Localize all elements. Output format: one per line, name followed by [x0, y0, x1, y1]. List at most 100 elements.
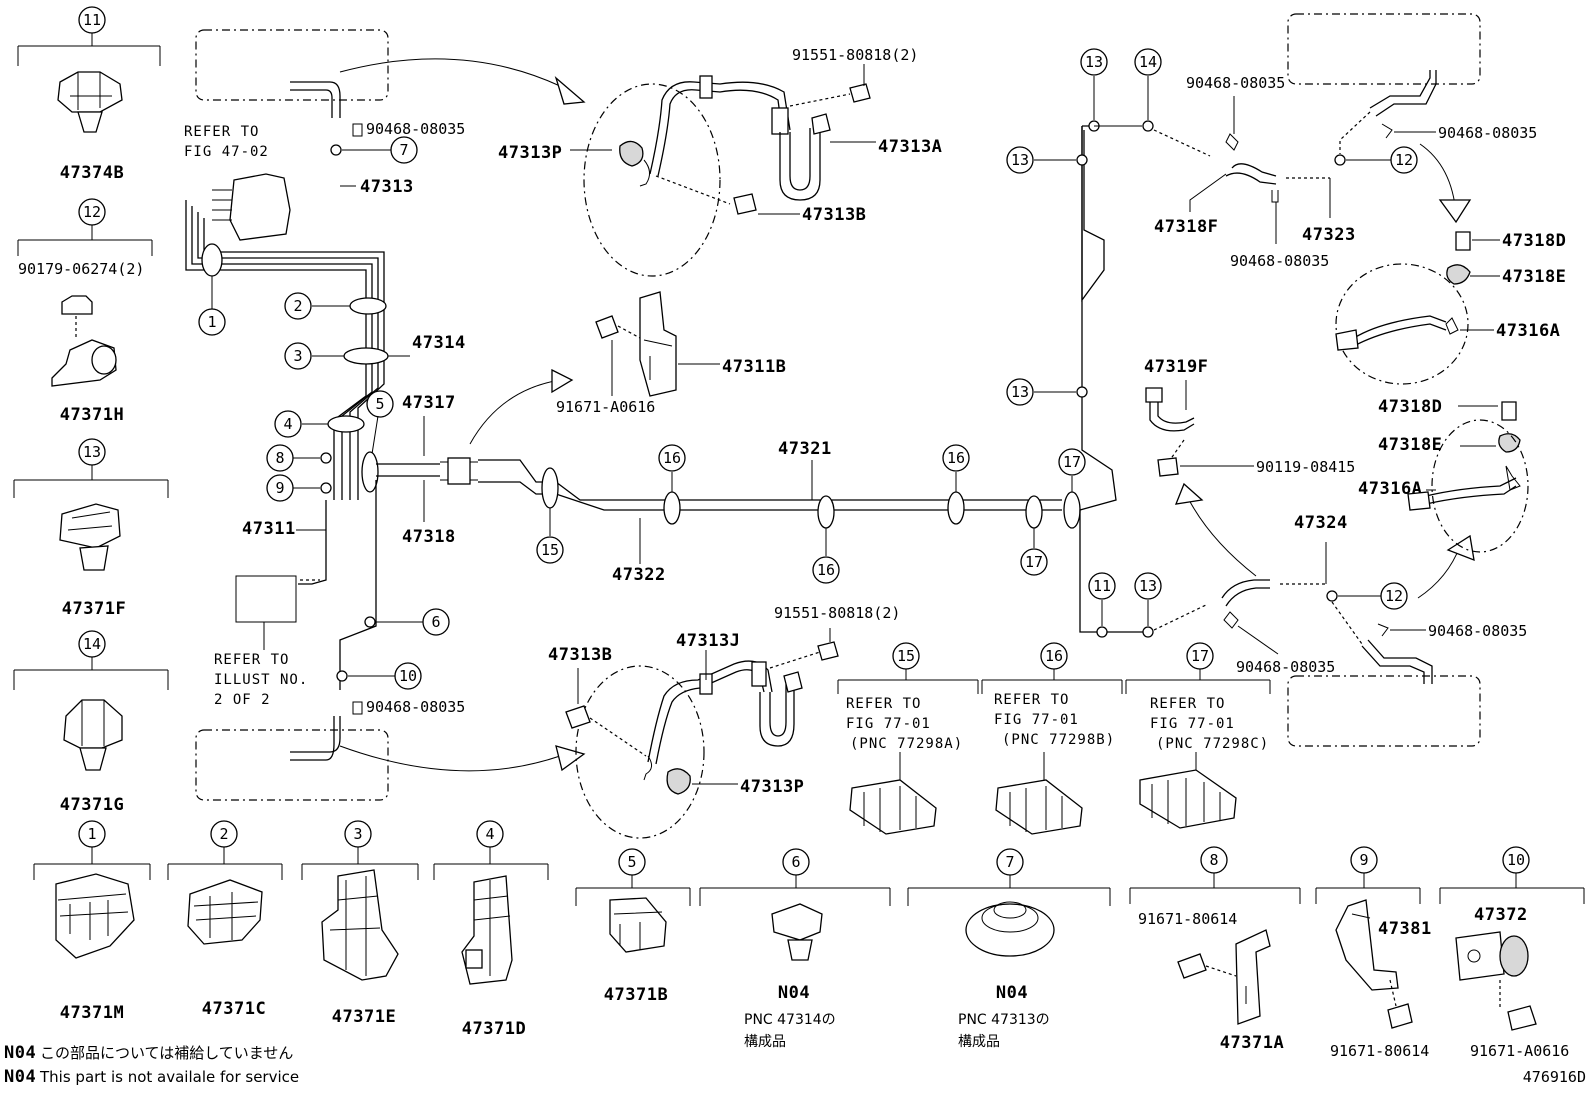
footer-notes: N04 この部品については補給していません N04 This part is n…: [4, 1043, 1586, 1087]
svg-text:REFER TO: REFER TO: [184, 124, 259, 140]
group-refer-16: 16 REFER TO FIG 77-01 (PNC 77298B): [981, 642, 1123, 835]
group-callout-11: 11 47374B: [17, 6, 161, 183]
svg-text:90119-08415: 90119-08415: [1256, 458, 1355, 476]
svg-text:4: 4: [485, 825, 494, 843]
svg-text:1: 1: [207, 313, 216, 331]
svg-text:REFER TO: REFER TO: [846, 696, 921, 712]
group-47313J: 91551-80818(2) 47313J 47313B 47313P: [339, 604, 900, 839]
clip-47371F-drawing: [59, 503, 121, 549]
svg-text:47317: 47317: [402, 393, 456, 413]
svg-text:17: 17: [1025, 553, 1043, 571]
group-callout-14: 14 47371G: [13, 630, 169, 815]
svg-text:17: 17: [1063, 453, 1081, 471]
svg-text:16: 16: [817, 561, 835, 579]
svg-text:47313P: 47313P: [498, 143, 562, 163]
svg-text:47313B: 47313B: [548, 645, 612, 665]
clip-47371E-drawing: [321, 869, 399, 981]
svg-text:6: 6: [431, 613, 440, 631]
group-callout-8-bottom: 8 91671-80614 47371A: [1129, 846, 1301, 1053]
svg-text:12: 12: [83, 203, 101, 221]
group-callout-9-bottom: 9 47381 91671-80614: [1315, 846, 1431, 1060]
svg-text:5: 5: [375, 395, 384, 413]
part-47374B: 47374B: [60, 163, 124, 183]
svg-text:47313B: 47313B: [802, 205, 866, 225]
group-callout-5-bottom: 5 47371B: [575, 848, 691, 1005]
part-47371E: 47371E: [332, 1007, 396, 1027]
svg-text:47319F: 47319F: [1144, 357, 1208, 377]
part-47371H: 47371H: [60, 405, 124, 425]
svg-text:2 OF 2: 2 OF 2: [214, 692, 271, 708]
svg-text:90468-08035: 90468-08035: [366, 120, 465, 138]
svg-text:91671-A0616: 91671-A0616: [556, 398, 655, 416]
svg-text:この部品については補給していません: この部品については補給していません: [40, 1044, 293, 1062]
group-refer-15: 15 REFER TO FIG 77-01 (PNC 77298A): [837, 642, 979, 835]
svg-text:(PNC 77298B): (PNC 77298B): [1002, 732, 1115, 748]
part-90179-06274: 90179-06274(2): [18, 260, 144, 278]
svg-text:FIG 47-02: FIG 47-02: [184, 144, 269, 160]
svg-text:47321: 47321: [778, 439, 832, 459]
clip-77298B-drawing: [995, 779, 1083, 835]
part-47371B: 47371B: [604, 985, 668, 1005]
svg-text:47318F: 47318F: [1154, 217, 1218, 237]
svg-text:90468-08035: 90468-08035: [1186, 74, 1285, 92]
svg-text:10: 10: [1507, 851, 1525, 869]
svg-text:16: 16: [663, 449, 681, 467]
part-47371A: 47371A: [1220, 1033, 1284, 1053]
svg-text:構成品: 構成品: [744, 1034, 786, 1050]
group-refer-17: 17 REFER TO FIG 77-01 (PNC 77298C): [1125, 642, 1271, 829]
group-callout-13-left: 13 47371F: [13, 438, 169, 619]
part-47371D: 47371D: [462, 1019, 526, 1039]
svg-text:47324: 47324: [1294, 513, 1348, 533]
part-n04-7: N04: [996, 983, 1028, 1003]
group-callout-6-bottom: 6 N04 PNC 47314の 構成品: [699, 848, 891, 1050]
group-callout-7-bottom: 7 N04 PNC 47313の 構成品: [907, 848, 1111, 1050]
svg-text:91551-80818(2): 91551-80818(2): [774, 604, 900, 622]
svg-text:12: 12: [1385, 587, 1403, 605]
abs-actuator-drawing: [229, 173, 291, 241]
svg-text:PNC 47313の: PNC 47313の: [958, 1012, 1050, 1028]
svg-text:47313A: 47313A: [878, 137, 942, 157]
svg-text:2: 2: [219, 825, 228, 843]
svg-text:47316A: 47316A: [1358, 479, 1422, 499]
svg-text:13: 13: [1085, 53, 1103, 71]
svg-text:13: 13: [1011, 151, 1029, 169]
svg-text:47313J: 47313J: [676, 631, 740, 651]
svg-text:14: 14: [83, 635, 101, 653]
rear-line-lower: 47319F 90119-08415 11 13 90468-08035 473…: [1088, 357, 1529, 747]
svg-text:13: 13: [1011, 383, 1029, 401]
svg-text:6: 6: [791, 853, 800, 871]
svg-text:16: 16: [947, 449, 965, 467]
svg-text:90468-08035: 90468-08035: [1438, 124, 1537, 142]
svg-text:47318: 47318: [402, 527, 456, 547]
svg-text:N04: N04: [4, 1043, 36, 1063]
svg-text:10: 10: [399, 667, 417, 685]
svg-text:9: 9: [1359, 851, 1368, 869]
group-callout-4: 4 47371D: [433, 820, 549, 1039]
svg-text:91551-80818(2): 91551-80818(2): [792, 46, 918, 64]
svg-text:2: 2: [293, 297, 302, 315]
diagram-id: 476916D: [1523, 1068, 1586, 1086]
svg-text:47318D: 47318D: [1502, 231, 1566, 251]
clip-77298C-drawing: [1139, 769, 1237, 829]
svg-text:構成品: 構成品: [958, 1034, 1000, 1050]
svg-text:15: 15: [541, 541, 559, 559]
svg-text:14: 14: [1139, 53, 1157, 71]
svg-text:1: 1: [87, 825, 96, 843]
svg-text:(PNC 77298C): (PNC 77298C): [1156, 736, 1269, 752]
svg-text:90468-08035: 90468-08035: [1428, 622, 1527, 640]
svg-text:ILLUST NO.: ILLUST NO.: [214, 672, 308, 688]
svg-text:REFER TO: REFER TO: [214, 652, 289, 668]
svg-text:3: 3: [293, 347, 302, 365]
svg-text:11: 11: [1093, 577, 1111, 595]
svg-text:FIG 77-01: FIG 77-01: [846, 716, 931, 732]
svg-text:47323: 47323: [1302, 225, 1356, 245]
group-callout-10-bottom: 10 47372 91671-A0616: [1439, 846, 1585, 1060]
svg-text:47311B: 47311B: [722, 357, 786, 377]
clip-77298A-drawing: [849, 779, 937, 835]
svg-text:15: 15: [897, 647, 915, 665]
svg-text:47313: 47313: [360, 177, 414, 197]
group-callout-3: 3 47371E: [301, 820, 419, 1027]
svg-text:FIG 77-01: FIG 77-01: [1150, 716, 1235, 732]
svg-text:13: 13: [83, 443, 101, 461]
